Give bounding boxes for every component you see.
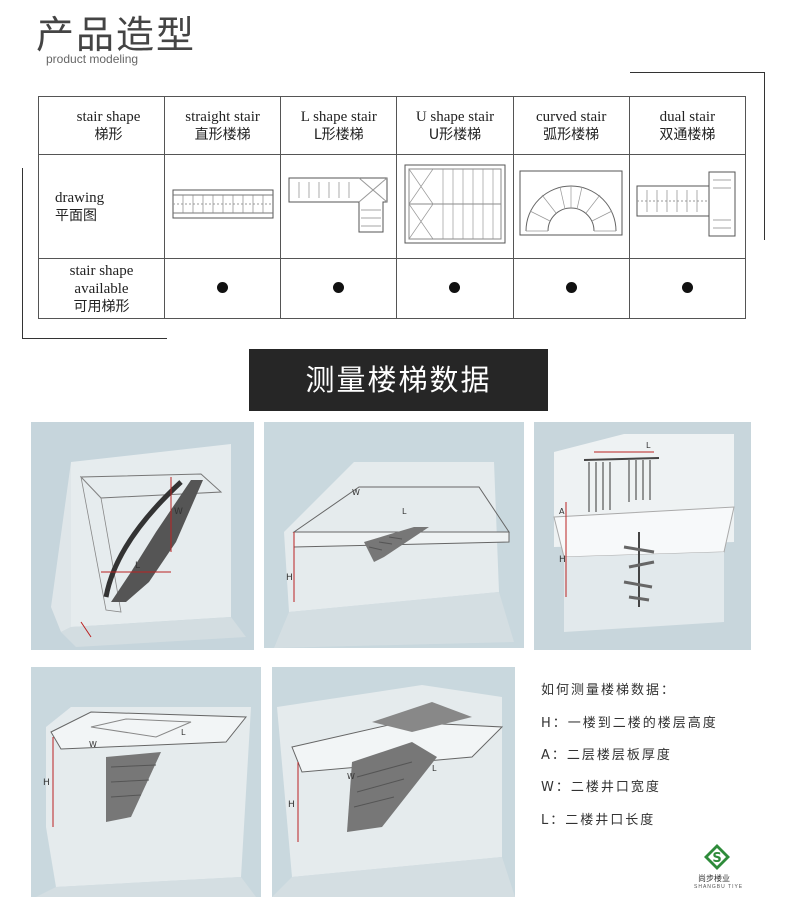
brand-sub: SHANGBU TIYE (694, 884, 744, 890)
row-label-en: stair shape (76, 108, 141, 125)
row-label-en: stair shape (69, 262, 134, 279)
available-dual (628, 258, 747, 319)
col-label-cn: L形楼梯 (313, 126, 364, 143)
col-label-en: U shape stair (415, 108, 495, 125)
legend-title: 如何测量楼梯数据： (541, 683, 677, 698)
legend-item-w: W：二楼井口宽度 (541, 780, 661, 795)
table-row-available: stair shape available 可用梯形 (38, 258, 747, 319)
row-header-shape: stair shape 梯形 (38, 96, 165, 155)
brand-name: 尚步楼业 (698, 874, 730, 883)
row-label-cn: 可用梯形 (73, 298, 130, 315)
dim-label-l: L (432, 764, 437, 773)
l-shape-stair-plan-icon (288, 177, 388, 233)
legend-item-l: L：二楼井口长度 (541, 813, 656, 828)
row-header-drawing: drawing 平面图 (38, 154, 165, 259)
dim-label-l: L (181, 728, 186, 737)
available-dot-icon (681, 281, 693, 293)
col-label-cn: 弧形楼梯 (543, 126, 600, 143)
row-header-available: stair shape available 可用梯形 (38, 258, 165, 319)
col-label-en: curved stair (535, 108, 607, 125)
dim-label-l: L (135, 561, 140, 571)
col-label-cn: U形楼梯 (428, 126, 482, 143)
available-curved (512, 258, 630, 319)
available-straight (163, 258, 282, 319)
available-u-shape (396, 258, 514, 319)
dim-label-w: W (352, 488, 360, 497)
dual-stair-plan-icon (636, 171, 736, 237)
frame-line-left (22, 168, 23, 338)
row-label-en: drawing (55, 189, 105, 206)
render-curved-stair: W L (31, 422, 254, 650)
dim-label-l: L (646, 441, 651, 450)
render-l-shape-stair: H W L (31, 667, 261, 897)
col-label-en: dual stair (659, 108, 716, 125)
section-banner: 测量楼梯数据 (249, 349, 548, 411)
table-row-drawing: drawing 平面图 (38, 154, 747, 259)
row-label-cn: 梯形 (94, 126, 123, 143)
dim-label-w: W (347, 772, 355, 781)
dim-label-h: H (559, 555, 566, 565)
frame-line-right (764, 72, 765, 240)
drawing-l-shape (280, 154, 398, 259)
brand-logo-icon: S (704, 844, 730, 870)
dim-label-h: H (288, 800, 295, 810)
col-label-en: L shape stair (300, 108, 377, 125)
dim-label-w: W (174, 507, 183, 517)
legend-item-a: A：二层楼层板厚度 (541, 748, 672, 763)
available-l-shape (280, 258, 398, 319)
page-subtitle: product modeling (46, 52, 139, 66)
dim-label-w: W (89, 740, 97, 749)
legend-item-h: H：一楼到二楼的楼层高度 (541, 716, 718, 731)
available-dot-icon (449, 281, 461, 293)
render-spiral-stair: H A L (534, 422, 751, 650)
dim-label-a: A (559, 507, 565, 516)
dim-label-l: L (402, 507, 407, 516)
u-shape-stair-plan-icon (404, 164, 506, 244)
logo-letter: S (712, 851, 721, 866)
curved-stair-plan-icon (519, 170, 623, 236)
drawing-straight (163, 154, 282, 259)
col-label-cn: 直形楼梯 (194, 126, 251, 143)
drawing-curved (512, 154, 630, 259)
frame-line-top-right (630, 72, 765, 73)
dim-label-h: H (286, 573, 293, 583)
available-dot-icon (565, 281, 577, 293)
available-dot-icon (333, 281, 345, 293)
straight-stair-plan-icon (172, 189, 274, 219)
row-label-cn: 平面图 (55, 207, 97, 224)
col-label-cn: 双通楼梯 (659, 126, 716, 143)
render-u-shape-stair: H W L (272, 667, 515, 897)
available-dot-icon (217, 281, 229, 293)
drawing-dual (628, 154, 747, 259)
dim-label-h: H (43, 778, 50, 788)
col-label-en: straight stair (185, 108, 260, 125)
render-straight-stair: H W L (264, 422, 524, 648)
row-label-en: available (74, 280, 129, 297)
page-title: 产品造型 (36, 13, 197, 57)
frame-line-bottom-left (22, 338, 167, 339)
drawing-u-shape (396, 154, 514, 259)
